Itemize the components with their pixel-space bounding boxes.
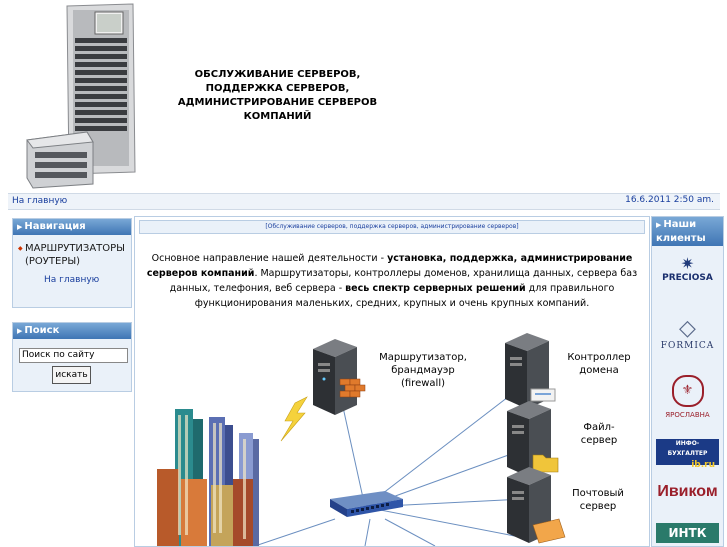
client-logo-preciosa[interactable]: ✷ PRECIOSA [656, 254, 719, 284]
file-server-icon [507, 401, 559, 477]
site-title-line: ОБСЛУЖИВАНИЕ СЕРВЕРОВ, [194, 69, 361, 80]
datetime: 16.6.2011 2:50 am. [625, 195, 714, 205]
navigation-panel-header: ▶Навигация [13, 219, 131, 235]
panel-arrow-icon: ▶ [17, 223, 23, 231]
client-logo-label: ИНТК [668, 526, 707, 540]
nav-item-routers[interactable]: МАРШРУТИЗАТОРЫ (РОУТЕРЫ) [25, 243, 125, 267]
nav-home-link[interactable]: На главную [44, 275, 100, 285]
client-logo-label: ЯРОСЛАВНА [665, 411, 710, 419]
search-panel-header: ▶Поиск [13, 323, 131, 339]
intro-text: Основное направление нашей деятельности … [139, 251, 645, 311]
intro-prefix: Основное направление нашей деятельности … [151, 253, 388, 264]
domain-controller-icon [505, 333, 556, 409]
search-input[interactable]: Поиск по сайту [19, 348, 128, 363]
search-panel-title: Поиск [24, 325, 60, 336]
intro-mid: . Маршрутизаторы, контроллеры доменов, х… [169, 268, 638, 294]
mail-server-icon [507, 467, 566, 544]
client-logo-info-buhgalter[interactable]: ИНФО-БУХГАЛТЕР ib.ru [656, 439, 719, 470]
navigation-panel: ▶Навигация ◆ МАРШРУТИЗАТОРЫ (РОУТЕРЫ) На… [12, 218, 132, 308]
home-link[interactable]: На главную [12, 196, 68, 206]
mail-server-label: Почтовый сервер [572, 488, 624, 512]
intro-bold-1: установка, поддержка, администрирование … [146, 253, 633, 279]
network-diagram [157, 333, 566, 546]
domain-controller-label: Контроллер домена [567, 352, 631, 376]
network-switch-icon [330, 491, 403, 517]
intro-bold-2: весь спектр серверных решений [345, 283, 526, 294]
client-logo-formica[interactable]: ◇ FORMICA [656, 316, 719, 352]
client-logo-yaroslavna[interactable]: ⚜ ЯРОСЛАВНА [656, 375, 719, 419]
clients-panel-header: ▶Наши клиенты [652, 217, 723, 246]
top-bar: На главную 16.6.2011 2:50 am. [8, 193, 720, 210]
site-title-line: ПОДДЕРЖКА СЕРВЕРОВ, [205, 83, 350, 94]
client-logo-intk[interactable]: ИНТК [656, 523, 719, 543]
search-button[interactable]: искать [52, 366, 91, 384]
site-title-line: КОМПАНИЙ [243, 111, 312, 122]
client-logo-label: ib.ru [691, 460, 715, 470]
site-title: ОБСЛУЖИВАНИЕ СЕРВЕРОВ, ПОДДЕРЖКА СЕРВЕРО… [170, 68, 385, 124]
star-icon: ✷ [680, 254, 695, 273]
search-panel: ▶Поиск Поиск по сайту искать [12, 322, 132, 392]
router-label: Маршрутизатор, брандмауэр (firewall) [379, 352, 467, 389]
server-rack-image [26, 3, 136, 189]
city-buildings-image [157, 409, 259, 546]
panel-arrow-icon: ▶ [656, 221, 662, 229]
client-logo-label: Ивиком [657, 483, 718, 500]
client-logo-label: ИНФО-БУХГАЛТЕР [667, 440, 708, 457]
router-server-icon [313, 339, 366, 415]
main-content: [Обслуживание серверов, поддержка сервер… [134, 216, 650, 547]
bullet-icon: ◆ [18, 245, 23, 252]
emblem-icon: ⚜ [671, 375, 704, 407]
client-logo-label: PRECIOSA [662, 273, 713, 283]
intro-suffix: для правильного функционирования маленьк… [194, 283, 615, 309]
navigation-panel-title: Навигация [24, 221, 86, 232]
panel-arrow-icon: ▶ [17, 327, 23, 335]
file-server-label: Файл-сервер [580, 422, 618, 446]
clients-panel: ▶Наши клиенты ✷ PRECIOSA ◇ FORMICA ⚜ ЯРО… [651, 216, 724, 547]
client-logo-label: FORMICA [660, 341, 715, 351]
breadcrumb: [Обслуживание серверов, поддержка сервер… [139, 220, 645, 234]
client-logo-ivikom[interactable]: Ивиком [656, 483, 719, 501]
site-title-line: АДМИНИСТРИРОВАНИЕ СЕРВЕРОВ [177, 97, 378, 108]
diamond-icon: ◇ [679, 316, 696, 341]
clients-panel-title: Наши клиенты [656, 219, 706, 244]
lightning-icon [280, 396, 308, 442]
